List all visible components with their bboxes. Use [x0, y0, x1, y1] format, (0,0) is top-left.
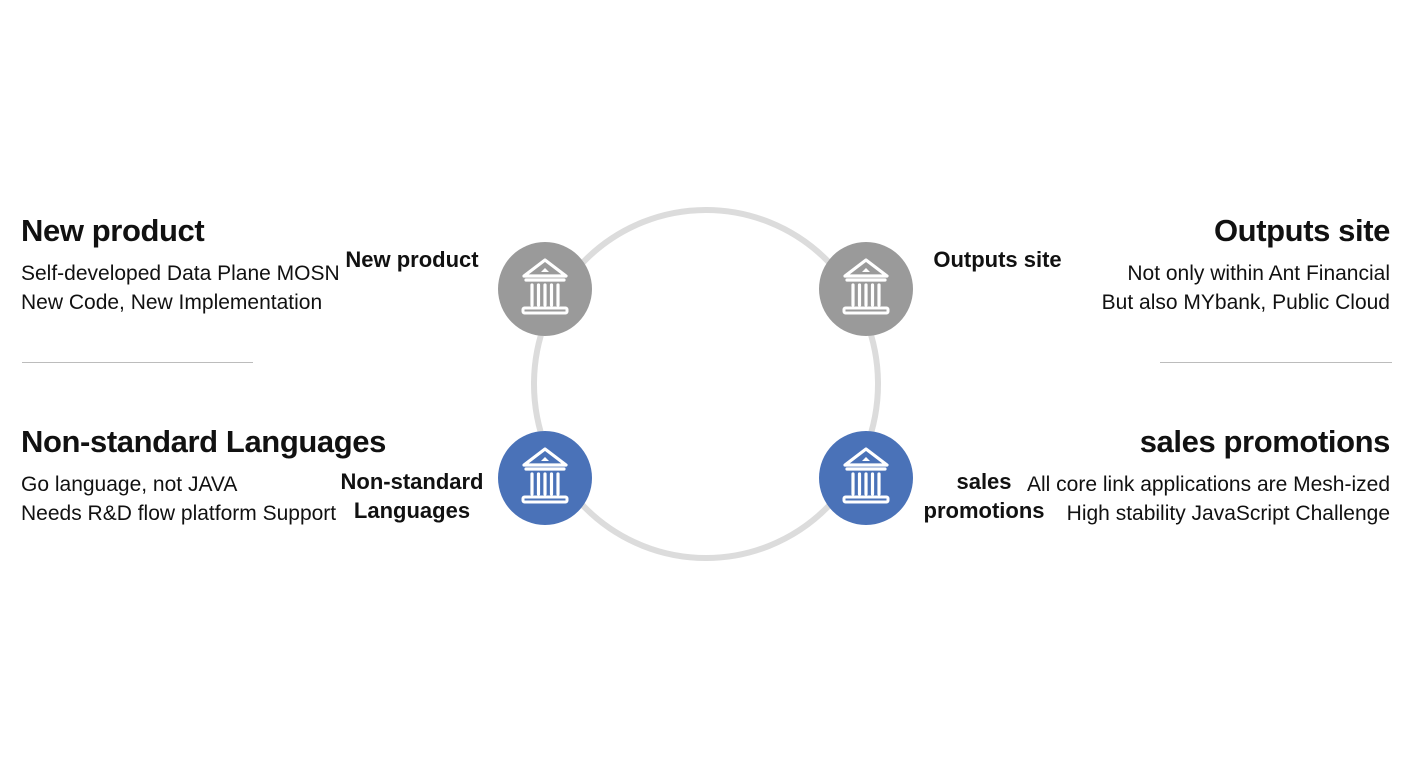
left-divider — [22, 362, 253, 363]
bottom-left-line-1: Go language, not JAVA — [21, 473, 238, 496]
top-left-line-2: New Code, New Implementation — [21, 291, 323, 314]
node-bottom-left — [498, 431, 592, 525]
bottom-left-title: Non-standard Languages — [21, 424, 386, 459]
bottom-left-block: Non-standard Languages Go language, not … — [21, 424, 386, 528]
node-label-bottom-right-line-2: promotions — [923, 498, 1045, 523]
top-right-line-1: Not only within Ant Financial — [1127, 262, 1390, 285]
node-label-bottom-right-line-1: sales — [956, 469, 1012, 494]
bottom-left-line-2: Needs R&D flow platform Support — [21, 502, 337, 525]
node-bottom-right — [819, 431, 913, 525]
bottom-right-line-1: All core link applications are Mesh-ized — [1027, 473, 1390, 496]
node-top-right — [819, 242, 913, 336]
top-right-line-2: But also MYbank, Public Cloud — [1101, 291, 1390, 314]
node-top-left — [498, 242, 592, 336]
top-right-title: Outputs site — [1213, 213, 1390, 248]
top-left-title: New product — [21, 213, 205, 248]
top-right-block: Outputs site Not only within Ant Financi… — [1101, 213, 1391, 317]
node-label-bottom-left-line-2: Languages — [353, 498, 471, 523]
right-divider — [1160, 362, 1392, 363]
node-label-bottom-left-line-1: Non-standard — [340, 469, 484, 494]
node-label-top-left: New product — [345, 247, 479, 272]
cycle-ring — [531, 207, 881, 561]
node-label-bottom-left: Non-standard Languages — [322, 467, 502, 525]
top-left-line-1: Self-developed Data Plane MOSN — [21, 262, 340, 285]
node-label-bottom-right: sales promotions — [909, 467, 1059, 525]
top-left-block: New product Self-developed Data Plane MO… — [21, 213, 340, 317]
bottom-right-title: sales promotions — [1139, 424, 1391, 459]
bottom-right-line-2: High stability JavaScript Challenge — [1066, 502, 1390, 525]
node-label-top-right: Outputs site — [933, 247, 1062, 272]
bottom-right-block: sales promotions All core link applicati… — [1027, 424, 1390, 528]
